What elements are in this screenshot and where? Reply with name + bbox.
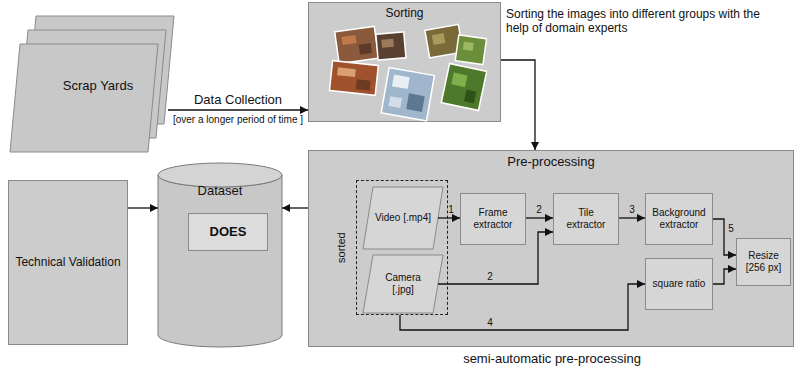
edge-label: Data Collection (194, 92, 282, 108)
photo-fragment (441, 63, 486, 110)
edge-label: 2 (487, 271, 493, 283)
connector-arrow (282, 207, 308, 208)
cylinder-body (158, 175, 282, 347)
node-title: Frame extractor (465, 207, 521, 231)
photo-fragment (337, 67, 356, 77)
node-title: Pre-processing (309, 154, 793, 170)
photo-fragment (335, 26, 379, 63)
node-title: Video [.mp4] (375, 212, 431, 224)
photo-fragment (381, 68, 434, 121)
photo-fragment (381, 39, 394, 48)
photo-fragment (356, 79, 371, 90)
photo-fragment (455, 35, 486, 65)
edge-label: 5 (728, 223, 734, 235)
process-box: Technical Validation (8, 180, 128, 345)
scrap-photo-collage (327, 23, 487, 123)
photo-fragment (376, 32, 406, 60)
note-text: Sorting the images into different groups… (506, 7, 778, 36)
node-title: Technical Validation (15, 255, 120, 269)
connector-arrow (168, 109, 308, 110)
photo-fragment (406, 93, 425, 112)
stack-shape (10, 44, 158, 152)
photo-fragment (359, 43, 372, 55)
process-box: Background extractor (645, 193, 713, 245)
process-box: Tile extractor (553, 193, 619, 245)
photo-fragment (463, 42, 474, 51)
photo-fragment (432, 33, 446, 45)
process-box: square ratio (645, 258, 713, 310)
node-title: sorted (334, 232, 347, 263)
input-parallelogram: Video [.mp4] (363, 187, 443, 249)
stage-panel: Sorting (308, 2, 501, 122)
para-shape (363, 187, 443, 249)
note-text: semi-automatic pre-processing (463, 351, 641, 367)
photo-fragment (341, 35, 356, 45)
photo-fragment (329, 61, 378, 96)
node-title: Resize [256 px] (741, 250, 786, 274)
node-title: Camera [.jpg] (375, 272, 431, 296)
node-title: Background extractor (650, 207, 708, 231)
para-shape (363, 255, 443, 313)
edge-label: 3 (629, 204, 635, 216)
edge-label: 1 (448, 204, 454, 216)
note-text: [over a longer period of time ] (173, 114, 303, 126)
edge-label: 4 (487, 317, 493, 329)
connector-arrow (128, 207, 158, 208)
process-box: Frame extractor (460, 193, 526, 245)
node-title: Tile extractor (558, 207, 614, 231)
photo-fragment (335, 26, 379, 63)
photo-fragment (451, 73, 467, 88)
edge-label: 2 (536, 204, 542, 216)
photo-fragment (376, 32, 406, 60)
photo-fragment (388, 96, 402, 108)
input-parallelogram: Camera [.jpg] (363, 255, 443, 313)
source-stack: Scrap Yards (8, 4, 168, 156)
node-title: Dataset (158, 183, 282, 199)
database-cylinder: DatasetDOES (158, 163, 282, 347)
photo-fragment (464, 90, 476, 104)
node-title: DOES (210, 224, 247, 240)
connector-arrow (501, 60, 535, 150)
photo-fragment (441, 63, 486, 110)
photo-fragment (329, 61, 378, 96)
photo-fragment (392, 74, 410, 89)
node-title: Sorting (309, 6, 500, 20)
photo-fragment (381, 68, 434, 121)
node-title: square ratio (653, 278, 706, 290)
photo-fragment (455, 35, 486, 65)
stage-panel: Pre-processing sorted Video [.mp4] Camera [… (308, 150, 794, 347)
input-group: sortedVideo [.mp4]Camera [.jpg] (356, 180, 448, 315)
dataset-name-box: DOES (188, 213, 268, 251)
node-title: Scrap Yards (63, 78, 133, 94)
process-box: Resize [256 px] (736, 238, 791, 286)
